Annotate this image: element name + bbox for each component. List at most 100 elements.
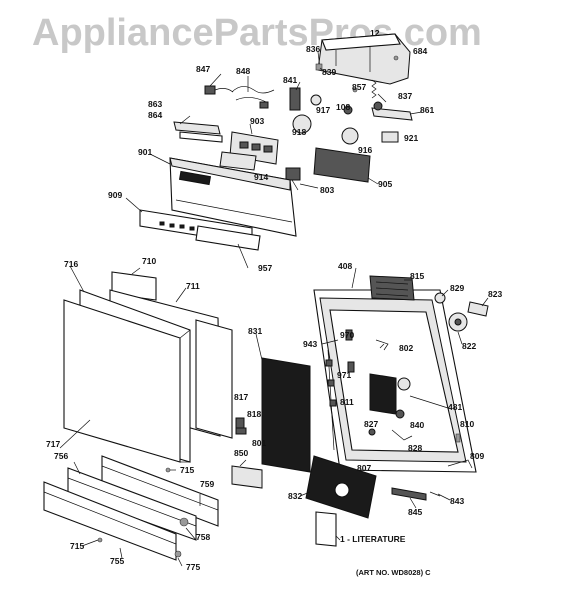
- part-803-latch: [285, 167, 301, 191]
- part-809-bracket: [447, 459, 473, 469]
- watermark-text: AppliancePartsPros.com: [32, 12, 482, 54]
- label-827: 827: [364, 419, 379, 429]
- label-970: 970: [340, 330, 355, 340]
- label-828: 828: [408, 443, 423, 453]
- part-837-spring: [371, 79, 377, 99]
- label-957: 957: [258, 263, 273, 273]
- label-943: 943: [303, 339, 318, 349]
- label-918: 918: [292, 127, 307, 137]
- part-755-kick-plate: [43, 481, 177, 561]
- label-839: 839: [322, 67, 337, 77]
- label-12: 12: [370, 28, 380, 38]
- part-481-cam: [397, 377, 411, 391]
- part-841-switch: [289, 87, 301, 111]
- label-829: 829: [450, 283, 465, 293]
- part-828-arm: [391, 429, 413, 441]
- label-848: 848: [236, 66, 251, 76]
- part-817-hinge: [195, 319, 245, 439]
- part-917-cam: [310, 94, 322, 106]
- part-901-console: [169, 157, 297, 237]
- part-970-clip: [345, 329, 353, 341]
- part-108-screw: [343, 105, 353, 115]
- label-857: 857: [352, 82, 367, 92]
- part-843-clip: [429, 491, 441, 497]
- part-758-screw: [179, 517, 189, 527]
- label-717: 717: [46, 439, 61, 449]
- part-810-screw: [455, 433, 461, 443]
- part-811-dispenser: [369, 373, 397, 415]
- label-715a: 715: [180, 465, 195, 475]
- part-914-pad: [219, 151, 257, 171]
- label-803: 803: [320, 185, 335, 195]
- part-802-spring: [375, 339, 389, 351]
- label-840: 840: [410, 420, 425, 430]
- part-848-harness: [231, 86, 275, 109]
- label-710: 710: [142, 256, 157, 266]
- label-775: 775: [186, 562, 201, 572]
- label-909: 909: [108, 190, 123, 200]
- part-759-kick-plate: [101, 455, 219, 527]
- label-108: 108: [336, 102, 351, 112]
- label-802: 802: [399, 343, 414, 353]
- label-831: 831: [248, 326, 263, 336]
- label-807: 807: [357, 463, 372, 473]
- label-863: 863: [148, 99, 163, 109]
- label-801: 801: [252, 438, 267, 448]
- part-831-insulation: [261, 357, 311, 473]
- label-845: 845: [408, 507, 423, 517]
- part-827-screw: [368, 428, 376, 436]
- label-481: 481: [448, 402, 463, 412]
- part-863-strip: [173, 121, 221, 135]
- label-917: 917: [316, 105, 331, 115]
- label-755: 755: [110, 556, 125, 566]
- part-823-dispenser: [467, 301, 489, 317]
- label-811: 811: [340, 397, 354, 407]
- label-758: 758: [196, 532, 211, 542]
- label-408: 408: [338, 261, 353, 271]
- label-711: 711: [186, 281, 200, 291]
- label-817: 817: [234, 392, 249, 402]
- literature-label: 1 - LITERATURE: [340, 534, 406, 544]
- part-832-pad: [334, 482, 350, 498]
- part-971-clip: [347, 361, 355, 373]
- label-905: 905: [378, 179, 393, 189]
- part-921-bracket: [381, 131, 399, 143]
- label-823: 823: [488, 289, 503, 299]
- art-number-label: (ART NO. WD8028) C: [356, 568, 431, 577]
- label-850: 850: [234, 448, 249, 458]
- label-864: 864: [148, 110, 163, 120]
- part-literature: [315, 511, 337, 547]
- label-841: 841: [283, 75, 298, 85]
- label-832: 832: [288, 491, 303, 501]
- label-759: 759: [200, 479, 215, 489]
- part-840-latch: [395, 409, 405, 419]
- label-843: 843: [450, 496, 465, 506]
- part-801-hinge-pin: [235, 427, 247, 435]
- label-684: 684: [413, 46, 428, 56]
- part-715a-screw: [165, 467, 171, 473]
- part-845-strip: [391, 487, 427, 501]
- label-716: 716: [64, 259, 79, 269]
- label-903: 903: [250, 116, 265, 126]
- part-864-strip: [179, 131, 223, 143]
- label-756: 756: [54, 451, 69, 461]
- label-715b: 715: [70, 541, 85, 551]
- part-684-screw: [393, 55, 399, 61]
- label-901: 901: [138, 147, 153, 157]
- part-905-board: [313, 147, 371, 183]
- part-957-overlay: [195, 225, 261, 251]
- label-914: 914: [254, 172, 269, 182]
- label-822: 822: [462, 341, 477, 351]
- part-857-screw: [352, 87, 358, 93]
- part-775-screw: [174, 550, 182, 558]
- label-916: 916: [358, 145, 373, 155]
- label-971: 971: [337, 370, 352, 380]
- label-837: 837: [398, 91, 413, 101]
- label-921: 921: [404, 133, 419, 143]
- part-861-lever: [371, 101, 413, 121]
- part-716-outer-panel: [63, 289, 191, 463]
- label-836: 836: [306, 44, 321, 54]
- part-815-vent: [369, 275, 415, 301]
